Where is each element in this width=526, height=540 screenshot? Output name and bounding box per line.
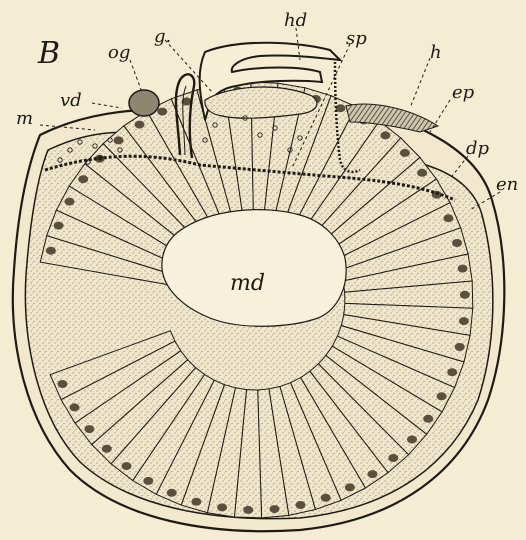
cell-nucleus [54,222,64,230]
cell-nucleus [270,505,280,513]
cell-nucleus [423,415,433,423]
label-m: m [16,108,33,129]
cell-nucleus [460,291,470,299]
cell-nucleus [417,169,427,177]
cell-nucleus [296,501,306,509]
cell-nucleus [157,108,167,116]
label-g: g. [154,26,171,47]
cell-nucleus [46,247,56,255]
cell-nucleus [143,477,153,485]
cell-nucleus [458,265,468,273]
label-dp: dp [466,138,490,159]
cell-nucleus [78,175,88,183]
cell-nucleus [217,503,227,511]
cell-nucleus [65,198,75,206]
label-hd: hd [284,10,307,31]
cell-nucleus [368,470,378,478]
label-h: h [430,42,442,63]
cell-nucleus [455,343,465,351]
cell-nucleus [84,425,94,433]
cell-nucleus [167,489,177,497]
cell-nucleus [437,392,447,400]
cell-nucleus [70,403,80,411]
cell-nucleus [191,498,201,506]
label-md: md [230,271,265,296]
label-en: en [496,174,518,195]
label-vd: vd [60,90,82,111]
cell-nucleus [345,483,355,491]
cell-nucleus [321,494,331,502]
cell-nucleus [243,506,253,514]
cell-nucleus [122,462,132,470]
cell-nucleus [400,149,410,157]
panel-letter: B [37,36,60,71]
label-ep: ep [452,82,475,103]
cell-nucleus [452,239,462,247]
cell-nucleus [58,380,68,388]
label-sp: sp [346,28,367,49]
cell-nucleus [114,136,124,144]
og-organ [129,90,159,116]
cell-nucleus [380,131,390,139]
cell-nucleus [102,445,112,453]
label-og: og [108,42,130,63]
cell-nucleus [388,454,398,462]
cell-nucleus [447,368,457,376]
cell-nucleus [443,214,453,222]
cell-nucleus [459,317,469,325]
cell-nucleus [407,436,417,444]
cell-nucleus [135,121,145,129]
